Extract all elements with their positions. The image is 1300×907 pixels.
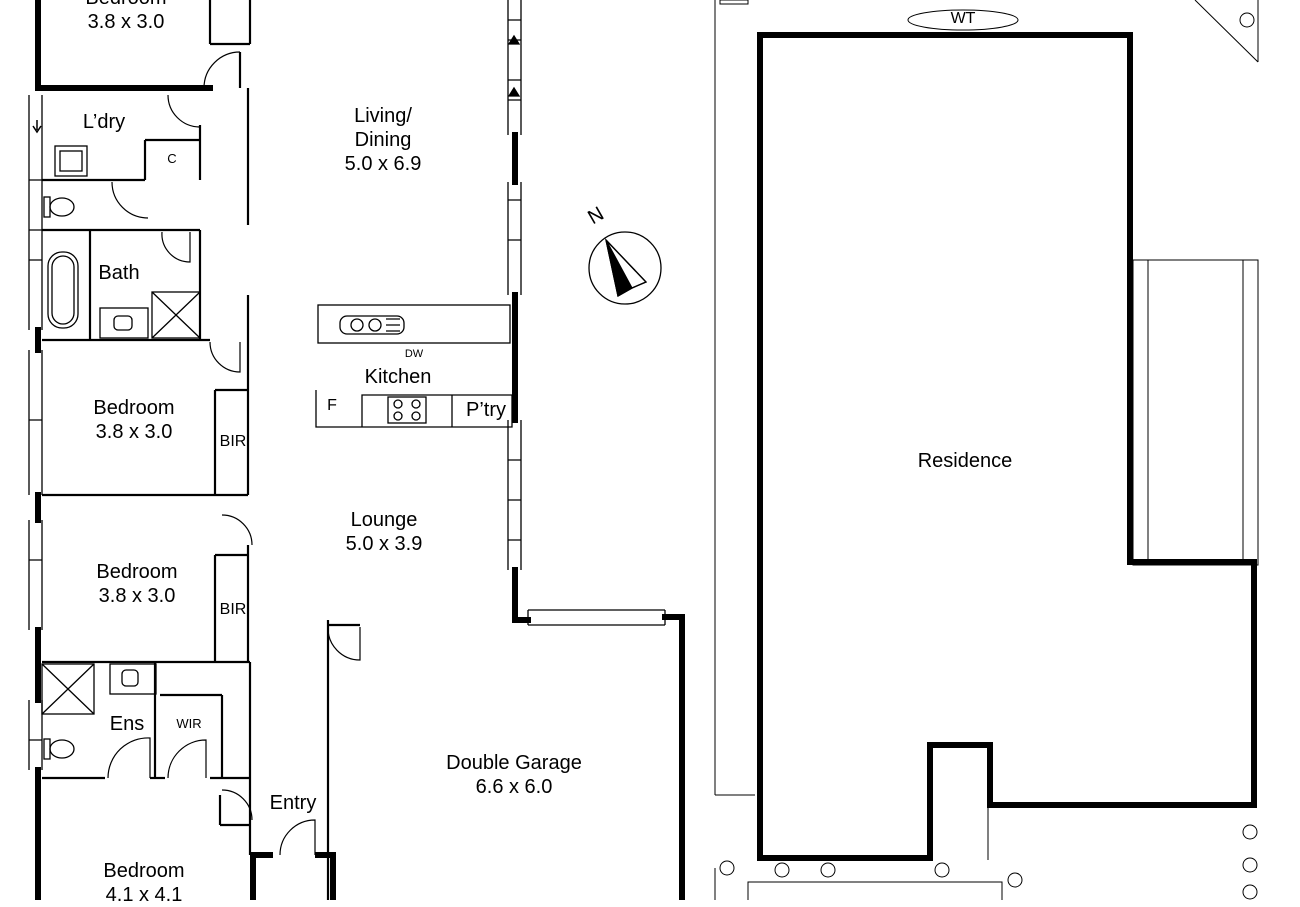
residence-text: Residence	[917, 450, 1013, 472]
lounge-label: Lounge 5.0 x 3.9	[346, 508, 423, 556]
bedroom-2-label: Bedroom 3.8 x 3.0	[93, 396, 174, 444]
bath-label: Bath	[98, 261, 139, 285]
left-windows	[28, 95, 43, 770]
room-name: Double Garage	[446, 752, 582, 774]
right-windows	[507, 0, 522, 570]
cupboard-label: C	[167, 151, 176, 166]
fixtures	[41, 145, 666, 760]
room-name: Bath	[98, 262, 140, 284]
room-size: 3.8 x 3.0	[95, 421, 173, 443]
ensuite-label: Ens	[110, 712, 144, 736]
bedroom-3-label: Bedroom 3.8 x 3.0	[96, 560, 177, 608]
living-label: Living/ Dining 5.0 x 6.9	[345, 104, 422, 176]
water-tank-label: WT	[951, 10, 976, 28]
dw-text: DW	[404, 348, 424, 360]
room-size: 5.0 x 6.9	[344, 153, 422, 175]
room-size: 3.8 x 3.0	[87, 11, 165, 33]
robe-text: BIR	[219, 601, 247, 618]
room-name: Ens	[109, 713, 145, 735]
interior-walls	[42, 0, 360, 900]
compass-icon	[588, 231, 662, 305]
room-size: 5.0 x 3.9	[345, 533, 423, 555]
fridge-text: F	[327, 397, 337, 414]
bir-2-label: BIR	[220, 433, 247, 451]
room-size: 6.6 x 6.0	[475, 776, 553, 798]
shrubs	[719, 12, 1258, 900]
wir-text: WIR	[176, 716, 202, 731]
room-size: 4.1 x 4.1	[105, 884, 183, 906]
entry-label: Entry	[270, 791, 317, 815]
room-name-2: Dining	[354, 129, 412, 151]
room-name: Entry	[269, 792, 317, 814]
garage-label: Double Garage 6.6 x 6.0	[446, 751, 582, 799]
residence-outline	[757, 32, 1257, 861]
pantry-text: P’try	[466, 399, 506, 421]
room-name: L’dry	[82, 111, 126, 133]
room-name: Living/	[354, 105, 412, 127]
residence-label: Residence	[918, 449, 1013, 473]
room-name: Bedroom	[103, 860, 185, 882]
room-size: 3.8 x 3.0	[98, 585, 176, 607]
robe-text: BIR	[219, 433, 247, 450]
wir-label: WIR	[176, 716, 201, 731]
fridge-label: F	[327, 397, 337, 415]
exterior-walls	[35, 0, 685, 900]
wt-text: WT	[950, 10, 976, 27]
laundry-label: L’dry	[83, 110, 125, 134]
room-name: Kitchen	[364, 366, 432, 388]
door-swings	[107, 51, 361, 856]
bedroom-top-label: Bedroom 3.8 x 3.0	[85, 0, 166, 34]
room-name: Bedroom	[96, 561, 178, 583]
dishwasher-label: DW	[405, 348, 423, 361]
pantry-label: P’try	[466, 398, 506, 422]
kitchen-label: Kitchen	[365, 365, 432, 389]
bir-3-label: BIR	[220, 601, 247, 619]
room-name: C	[167, 151, 177, 166]
room-name: Lounge	[350, 509, 418, 531]
room-name: Bedroom	[93, 397, 175, 419]
room-name: Bedroom	[85, 0, 166, 10]
